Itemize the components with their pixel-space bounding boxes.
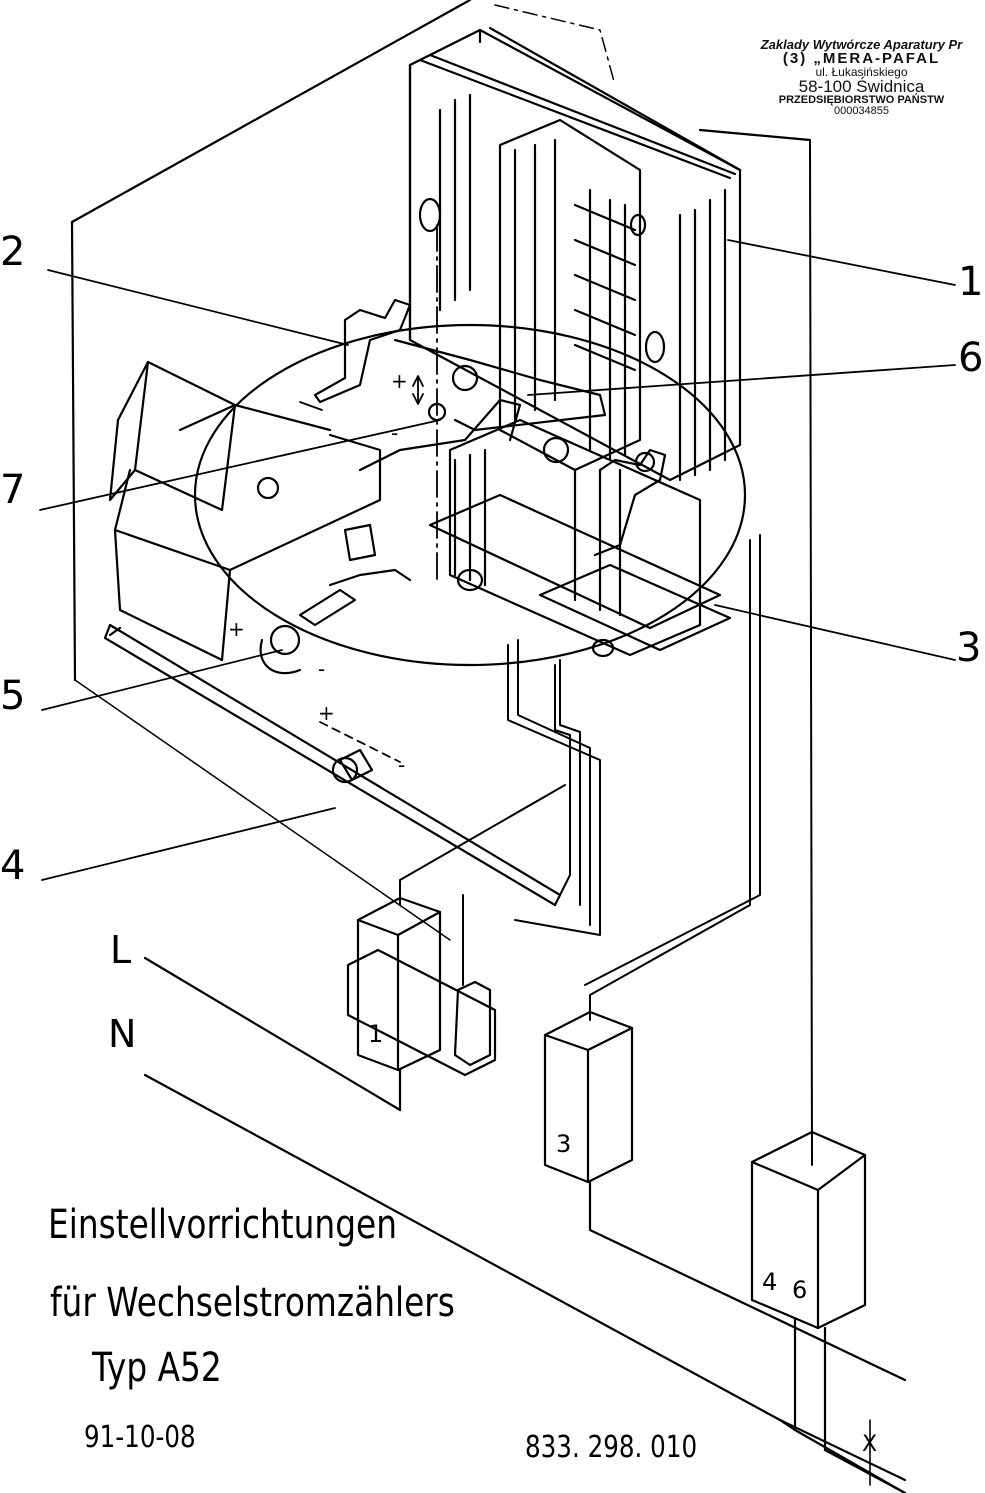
callout-2: 2 — [0, 229, 26, 275]
internal-wiring — [399, 534, 761, 1021]
box-6-label: 6 — [792, 1276, 808, 1304]
wiring-box-3 — [543, 1010, 907, 1382]
caption-date: 91-10-08 — [84, 1420, 196, 1455]
drawing-number: 833. 298. 010 — [525, 1430, 698, 1465]
stamp-line-4: 58-100 Świdnica — [798, 77, 925, 96]
minus-sign-2: - — [318, 657, 325, 681]
current-coil-core — [428, 418, 732, 658]
cross-mark: X — [862, 1432, 878, 1457]
voltage-coil-core — [408, 26, 742, 482]
stamp-line-2: (3) „MERA-PAFAL — [782, 50, 941, 67]
box-1-label: 1 — [368, 1020, 384, 1048]
caption-title-line-2: für Wechselstromzählers — [50, 1280, 455, 1326]
adjust-brackets — [313, 298, 667, 557]
caption-title-line-3: Typ A52 — [92, 1345, 222, 1391]
plus-sign-1: + — [391, 369, 408, 393]
slider-bar — [103, 623, 562, 907]
line-L-label: L — [110, 928, 132, 972]
stamp-line-5: PRZEDSIĘBIORSTWO PAŃSTW — [778, 94, 945, 106]
line-N-wire — [143, 1073, 797, 1432]
line-N-label: N — [108, 1012, 137, 1056]
callout-6: 6 — [958, 335, 984, 381]
callout-3: 3 — [956, 625, 982, 671]
box-4-label: 4 — [762, 1268, 778, 1296]
callout-7: 7 — [0, 467, 26, 513]
stamp-line-3: ul. Łukasińskiego — [815, 65, 908, 79]
plus-sign-2: + — [228, 617, 245, 641]
plus-sign-3: + — [318, 701, 335, 725]
wiring-box-1 — [346, 896, 497, 1112]
line-L-wire — [143, 956, 402, 1112]
wiring-box-46 — [750, 1130, 867, 1452]
stamp-line-6: 000034855 — [833, 105, 890, 117]
base-plate — [193, 323, 747, 667]
brake-magnet — [108, 360, 412, 675]
housing-outline — [70, 0, 472, 224]
leader-lines — [39, 239, 956, 881]
minus-sign-3: - — [398, 753, 405, 777]
callout-5: 5 — [0, 673, 26, 719]
minus-sign-1: - — [391, 421, 398, 445]
manufacturer-stamp: Zaklady Wytwórcze Aparatury Pr (3) „MERA… — [738, 38, 985, 117]
stamp-line-1: Zaklady Wytwórcze Aparatury Pr — [760, 37, 963, 52]
box-3-label: 3 — [556, 1130, 572, 1158]
caption-title-line-1: Einstellvorrichtungen — [48, 1202, 398, 1248]
adjust-arrows — [299, 375, 424, 763]
callout-4: 4 — [0, 843, 26, 889]
callout-1: 1 — [958, 259, 984, 305]
